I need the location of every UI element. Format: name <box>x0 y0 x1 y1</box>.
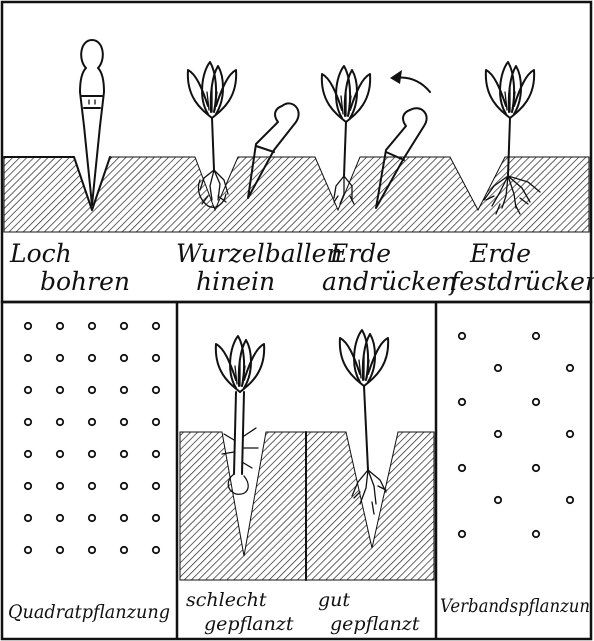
planting-dot <box>57 387 63 393</box>
planting-dot <box>89 547 95 553</box>
planting-dot <box>533 399 539 405</box>
planting-dot <box>459 333 465 339</box>
planting-dot <box>567 497 573 503</box>
planting-dot <box>533 531 539 537</box>
planting-dot <box>567 431 573 437</box>
label-verbandspflanzung: Verbandspflanzun <box>440 595 590 617</box>
planting-dot <box>459 465 465 471</box>
planting-dot <box>153 387 159 393</box>
planting-dot <box>57 419 63 425</box>
planting-dot <box>153 483 159 489</box>
planting-dot <box>153 355 159 361</box>
planting-dot <box>121 483 127 489</box>
planting-dot <box>121 419 127 425</box>
planting-dot <box>459 531 465 537</box>
planting-dot <box>25 483 31 489</box>
dibber-tool-icon <box>80 40 104 205</box>
step-label-hinein: hinein <box>196 267 275 296</box>
planting-dot <box>121 323 127 329</box>
step-label-bohren: bohren <box>40 267 130 296</box>
planting-comparison <box>180 330 434 580</box>
step-label-loch: Loch <box>9 239 72 268</box>
planting-dot <box>121 451 127 457</box>
label-gepflanzt-1: gepflanzt <box>204 613 294 635</box>
planting-dot <box>121 355 127 361</box>
rotate-arrow-icon <box>390 70 430 92</box>
planting-dot <box>25 355 31 361</box>
square-planting-grid <box>25 323 159 553</box>
planting-dot <box>89 515 95 521</box>
planting-dot <box>25 547 31 553</box>
planting-dot <box>153 515 159 521</box>
planting-dot <box>153 451 159 457</box>
planting-dot <box>495 365 501 371</box>
planting-dot <box>567 365 573 371</box>
planting-dot <box>153 323 159 329</box>
planting-dot <box>495 497 501 503</box>
planting-dot <box>89 323 95 329</box>
planting-dot <box>57 547 63 553</box>
soil-comparison-2 <box>306 432 434 580</box>
step-label-wurzelballen: Wurzelballen <box>176 239 343 268</box>
planting-dot <box>89 451 95 457</box>
planting-dot <box>25 419 31 425</box>
top-panel: Loch bohren Wurzelballen hinein Erde and… <box>2 2 594 302</box>
planting-dot <box>89 483 95 489</box>
planting-dot <box>153 419 159 425</box>
staggered-planting-grid <box>459 333 573 537</box>
planting-dot <box>57 355 63 361</box>
planting-dot <box>25 323 31 329</box>
planting-dot <box>89 419 95 425</box>
step-label-erde-1: Erde <box>329 239 391 268</box>
planting-dot <box>89 355 95 361</box>
label-schlecht: schlecht <box>186 589 267 611</box>
label-gepflanzt-2: gepflanzt <box>330 613 420 635</box>
label-gut: gut <box>318 589 350 611</box>
step-label-festdruecken: festdrücken <box>448 267 594 296</box>
planting-dot <box>57 515 63 521</box>
planting-dot <box>25 451 31 457</box>
planting-dot <box>533 333 539 339</box>
label-quadratpflanzung: Quadratpflanzung <box>8 601 170 623</box>
planting-dot <box>25 387 31 393</box>
planting-dot <box>57 451 63 457</box>
planting-dot <box>121 547 127 553</box>
planting-dot <box>57 323 63 329</box>
planting-dot <box>121 515 127 521</box>
planting-dot <box>459 399 465 405</box>
planting-dot <box>533 465 539 471</box>
step-label-erde-2: Erde <box>469 239 531 268</box>
planting-dot <box>153 547 159 553</box>
planting-dot <box>25 515 31 521</box>
planting-dot <box>89 387 95 393</box>
planting-dot <box>121 387 127 393</box>
planting-dot <box>495 431 501 437</box>
planting-dot <box>57 483 63 489</box>
step-label-andruecken: andrücken <box>322 267 457 296</box>
